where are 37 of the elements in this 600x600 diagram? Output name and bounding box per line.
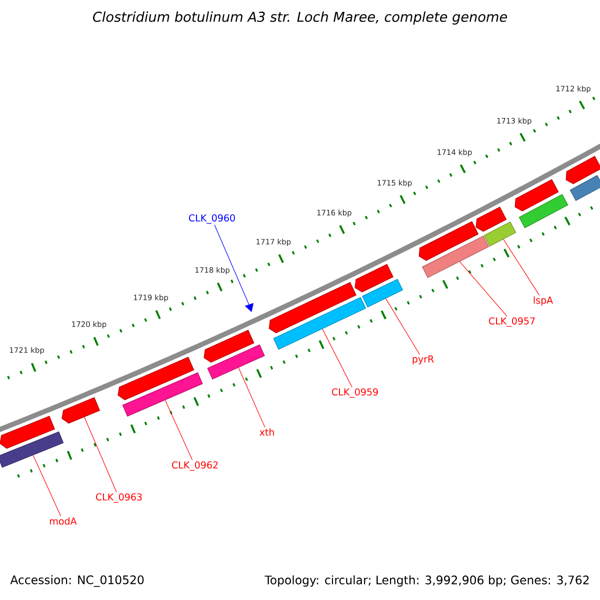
leader-line xyxy=(164,400,193,460)
footer-text: Accession: NC_010520 xyxy=(10,575,144,587)
gene-label: CLK_0963 xyxy=(96,493,142,503)
gene-label: pyrR xyxy=(412,356,434,364)
gene-bar xyxy=(207,344,265,380)
gene-feature xyxy=(418,221,479,261)
leader-line xyxy=(32,455,62,516)
gene-label: CLK_0959 xyxy=(332,388,378,398)
gene-bar xyxy=(122,372,203,417)
leader-line xyxy=(503,238,540,296)
gene-feature xyxy=(476,206,507,232)
gene-feature xyxy=(514,179,559,212)
footer-text: Topology: circular; Length: 3,992,906 bp; Genes: 3,762 xyxy=(264,575,589,587)
leader-line xyxy=(214,224,250,305)
gene-feature xyxy=(566,156,600,184)
gene-feature xyxy=(62,397,100,424)
title: Clostridium botulinum A3 str. Loch Maree, complete genome xyxy=(93,11,507,25)
gene-bar xyxy=(570,175,600,202)
leader-line xyxy=(386,298,420,355)
gene-label: CLK_0960 xyxy=(189,214,235,224)
leader-line xyxy=(84,416,117,492)
gene-label: CLK_0962 xyxy=(172,461,218,471)
gene-label: xth xyxy=(260,428,274,436)
leader-line xyxy=(460,261,508,316)
gene-label: lspA xyxy=(534,296,553,306)
gene-bar xyxy=(0,431,64,468)
gene-feature xyxy=(268,282,356,334)
gene-label: modA xyxy=(50,517,77,525)
gene-marker xyxy=(244,303,254,312)
gene-feature xyxy=(118,356,194,400)
gene-feature xyxy=(204,330,254,363)
gene-feature xyxy=(0,416,55,449)
gene-feature xyxy=(354,264,394,292)
gene-label: CLK_0957 xyxy=(489,317,535,327)
leader-line xyxy=(238,367,266,428)
gene-bar xyxy=(422,236,490,278)
leader-line xyxy=(322,328,352,388)
